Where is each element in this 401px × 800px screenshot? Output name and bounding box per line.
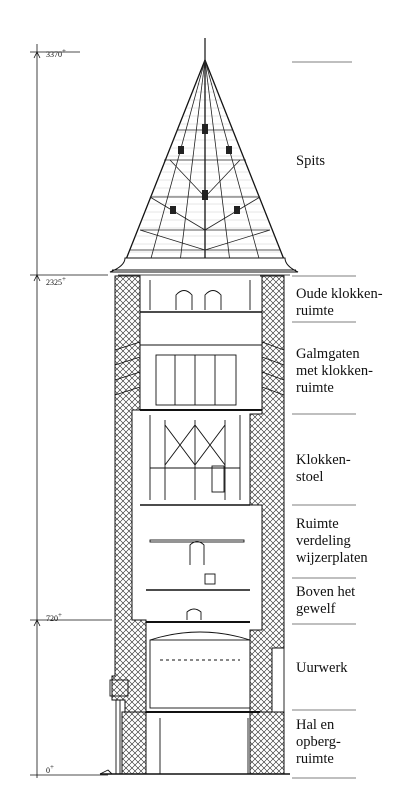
- room-label-line: stoel: [296, 469, 324, 485]
- room-label-line: ruimte: [296, 303, 334, 319]
- room-label-line: Klokken-: [296, 452, 351, 468]
- room-label-oude-klokkenruimte: Oude klokken- ruimte: [296, 286, 400, 320]
- room-label-line: wijzerplaten: [296, 550, 368, 566]
- tower-interior: [99, 276, 290, 775]
- room-label-line: Galmgaten: [296, 346, 360, 362]
- room-label-uurwerk: Uurwerk: [296, 660, 400, 677]
- room-label-line: opberg-: [296, 734, 341, 750]
- elevation-axis: [30, 44, 112, 778]
- room-label-line: Spits: [296, 153, 326, 169]
- room-label-line: verdeling: [296, 533, 351, 549]
- room-label-line: ruimte: [296, 751, 334, 767]
- room-label-boven-het-gewelf: Boven het gewelf: [296, 584, 400, 618]
- room-label-line: met klokken-: [296, 363, 373, 379]
- room-label-line: Ruimte: [296, 516, 339, 532]
- room-label-line: gewelf: [296, 601, 336, 617]
- room-label-line: Boven het: [296, 584, 356, 600]
- elevation-label: 2325+: [46, 275, 66, 287]
- tower-walls: [111, 275, 285, 775]
- room-label-line: Hal en: [296, 717, 335, 733]
- room-label-klokkenstoel: Klokken- stoel: [296, 452, 400, 486]
- room-label-line: Oude klokken-: [296, 286, 383, 302]
- elevation-label: 0+: [46, 763, 54, 775]
- room-label-line: ruimte: [296, 380, 334, 396]
- spire: [109, 38, 299, 276]
- room-label-spits: Spits: [296, 153, 400, 170]
- room-label-hal: Hal en opberg- ruimte: [296, 717, 400, 768]
- elevation-label: 3370+: [46, 47, 66, 59]
- room-label-line: Uurwerk: [296, 660, 348, 676]
- elevation-label: 720+: [46, 611, 62, 623]
- room-label-ruimte-verdeling: Ruimte verdeling wijzerplaten: [296, 516, 400, 567]
- room-label-galmgaten: Galmgaten met klokken- ruimte: [296, 346, 400, 397]
- label-separators: [292, 61, 356, 779]
